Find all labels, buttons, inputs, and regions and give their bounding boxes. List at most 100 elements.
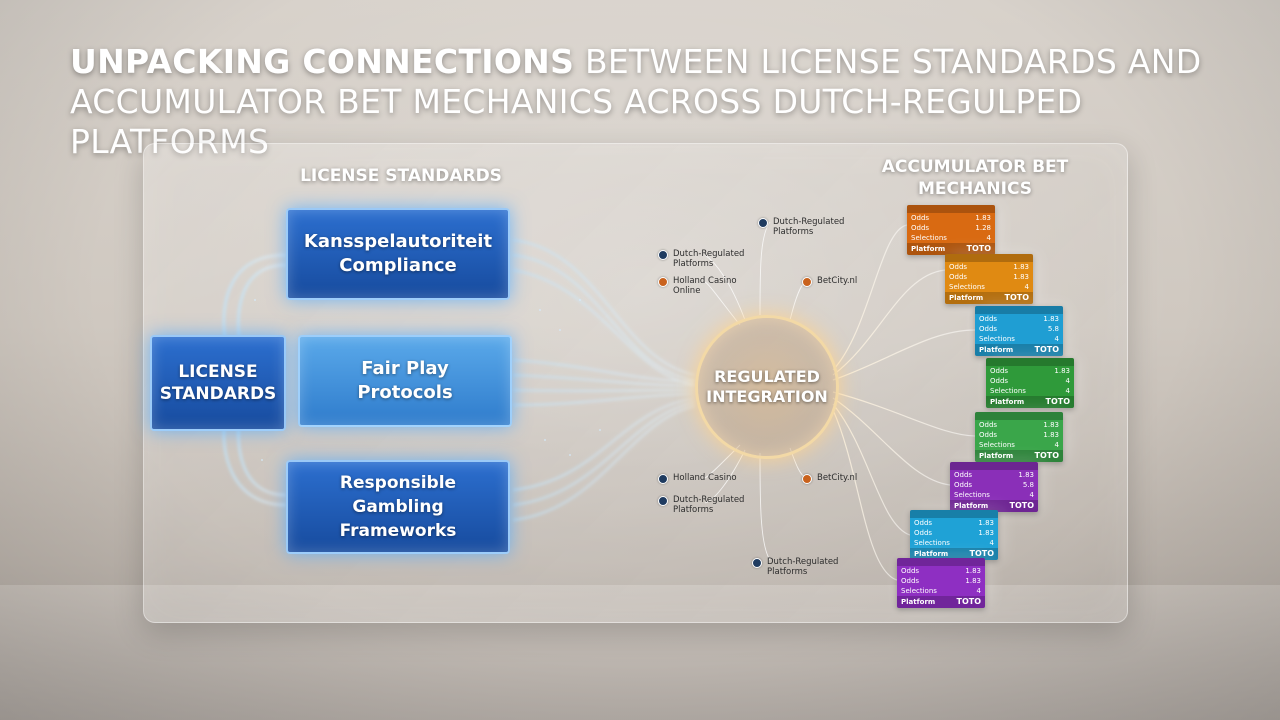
platform-label-text: Holland Casino — [673, 473, 737, 483]
slip-row-value: 1.83 — [1018, 471, 1034, 479]
platform-label: Dutch-Regulated Platforms — [658, 495, 750, 515]
slip-row: Odds 1.83 — [975, 420, 1063, 430]
slip-row-value: 1.83 — [975, 214, 991, 222]
left-heading: LICENSE STANDARDS — [300, 166, 502, 186]
slip-footer-label: Platform — [901, 598, 936, 606]
platform-label: BetCity.nl — [802, 276, 872, 287]
slip-row: Odds 1.83 — [897, 576, 985, 586]
spark-dots — [247, 299, 601, 461]
slip-row-label: Selections — [914, 539, 950, 547]
platform-label-text: BetCity.nl — [817, 276, 858, 286]
slip-row: Odds 1.83 — [975, 430, 1063, 440]
slip-row-value: 1.83 — [1043, 421, 1059, 429]
slip-row-value: 1.83 — [978, 529, 994, 537]
slip-brand: TOTO — [1034, 345, 1059, 354]
slip-row-label: Odds — [979, 315, 998, 323]
slip-row-label: Odds — [979, 421, 998, 429]
platform-dot-icon — [658, 277, 668, 287]
slip-row-value: 4 — [989, 539, 994, 547]
slip-row-label: Selections — [949, 283, 985, 291]
slip-row-value: 1.83 — [978, 519, 994, 527]
slip-row: Selections 4 — [910, 538, 998, 548]
slip-row-value: 1.83 — [1054, 367, 1070, 375]
slip-row-value: 5.8 — [1022, 481, 1034, 489]
standard-box-responsible-gambling: Responsible Gambling Frameworks — [286, 460, 510, 554]
slip-row-label: Odds — [979, 325, 998, 333]
slip-row-label: Odds — [901, 577, 920, 585]
slip-row-label: Odds — [979, 431, 998, 439]
slip-footer-label: Platform — [949, 294, 984, 302]
floor — [0, 585, 1280, 720]
page-title: UNPACKING CONNECTIONS BETWEEN LICENSE ST… — [70, 42, 1230, 162]
slip-row-value: 5.8 — [1047, 325, 1059, 333]
regulated-integration-hub: REGULATED INTEGRATION — [695, 315, 839, 459]
slip-row-value: 4 — [1065, 387, 1070, 395]
slip-row-label: Odds — [949, 273, 968, 281]
slip-brand: TOTO — [966, 244, 991, 253]
platform-label: Dutch-Regulated Platforms — [658, 249, 750, 269]
platform-label-text: BetCity.nl — [817, 473, 858, 483]
slip-header — [986, 358, 1074, 366]
slip-row-value: 4 — [1029, 491, 1034, 499]
slip-row: Selections 4 — [945, 282, 1033, 292]
slip-row-label: Selections — [911, 234, 947, 242]
slip-brand: TOTO — [1009, 501, 1034, 510]
platform-dot-icon — [658, 496, 668, 506]
slip-row-value: 1.83 — [1043, 315, 1059, 323]
slip-row-label: Selections — [979, 441, 1015, 449]
platform-dot-icon — [752, 558, 762, 568]
platform-label-text: Dutch-Regulated Platforms — [673, 495, 745, 515]
slip-header — [897, 558, 985, 566]
slip-row-value: 4 — [986, 234, 991, 242]
slip-row-label: Selections — [990, 387, 1026, 395]
slip-footer-label: Platform — [990, 398, 1025, 406]
slip-row-label: Selections — [901, 587, 937, 595]
slip-footer: Platform TOTO — [897, 596, 985, 608]
slip-row-label: Odds — [954, 471, 973, 479]
slip-brand: TOTO — [1034, 451, 1059, 460]
hub-to-slip-wires — [832, 224, 986, 581]
slip-row-value: 1.28 — [975, 224, 991, 232]
standard-box-kansspelautoriteit: Kansspelautoriteit Compliance — [286, 208, 510, 300]
slip-row: Selections 4 — [986, 386, 1074, 396]
slip-footer-label: Platform — [979, 452, 1014, 460]
platform-dot-icon — [802, 277, 812, 287]
slip-header — [950, 462, 1038, 470]
slip-row: Odds 5.8 — [975, 324, 1063, 334]
slip-footer: Platform TOTO — [975, 450, 1063, 462]
slip-header — [945, 254, 1033, 262]
slip-row-value: 1.83 — [965, 577, 981, 585]
slip-row-label: Selections — [979, 335, 1015, 343]
slip-row-value: 4 — [1024, 283, 1029, 291]
slip-brand: TOTO — [956, 597, 981, 606]
platform-dot-icon — [658, 250, 668, 260]
slip-row-value: 4 — [1065, 377, 1070, 385]
platform-label: Holland Casino Online — [658, 276, 738, 296]
slip-header — [907, 205, 995, 213]
platform-dot-icon — [658, 474, 668, 484]
slip-brand: TOTO — [969, 549, 994, 558]
slip-row-label: Odds — [949, 263, 968, 271]
platform-label: Holland Casino — [658, 473, 738, 484]
slip-row-value: 1.83 — [1043, 431, 1059, 439]
slip-row-label: Selections — [954, 491, 990, 499]
